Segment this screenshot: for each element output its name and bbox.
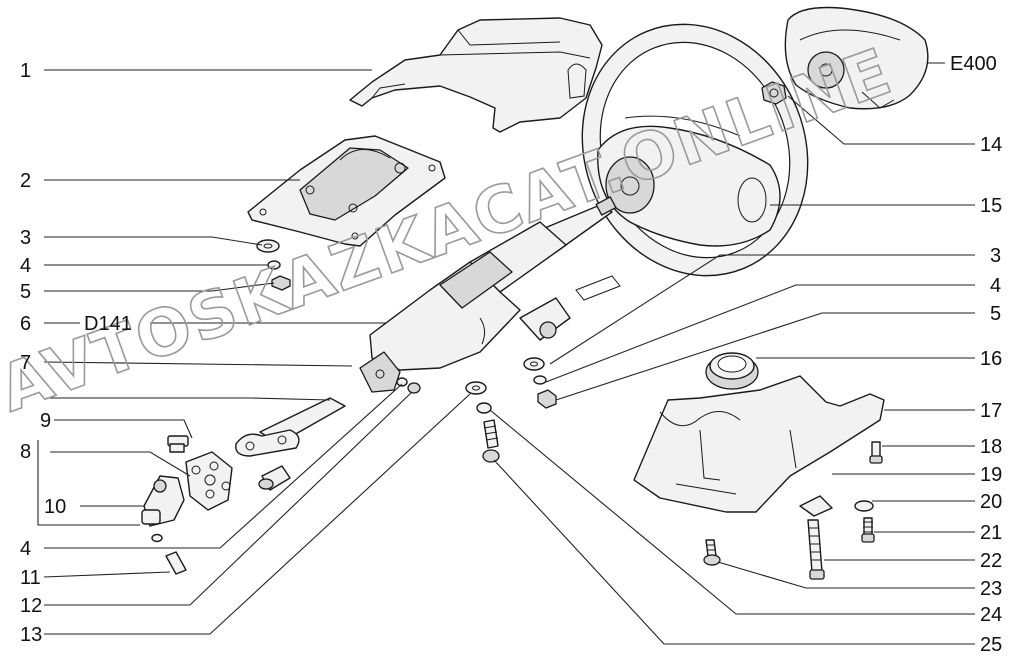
washer-24 [476,402,492,414]
bolt-9 [167,435,189,453]
label-25: 25 [980,634,1002,656]
nut-12 [407,382,421,394]
washer-4-mid [396,377,408,387]
steering-wheel [581,23,809,277]
label-2: 2 [20,170,31,192]
bolt-11 [165,551,187,575]
screw-18 [869,441,883,464]
label-17: 17 [980,400,1002,422]
label-23: 23 [980,578,1002,600]
label-8: 8 [20,441,31,463]
clip-19 [799,495,833,517]
callout-labels: 1 2 3 4 5 6 D141 7 9 8 10 4 11 12 13 E40… [20,53,1002,656]
screw-22 [807,519,825,580]
screw-23 [703,539,721,566]
universal-joint-yoke [141,475,185,527]
label-12: 12 [20,595,42,617]
label-1: 1 [20,60,31,82]
label-d141: D141 [84,313,132,335]
label-22: 22 [980,550,1002,572]
label-4-left: 4 [20,255,31,277]
washer-4-lower [151,533,163,543]
lower-column-cover [633,375,885,513]
label-24: 24 [980,604,1002,626]
label-18: 18 [980,436,1002,458]
mounting-plate [247,135,446,247]
label-14: 14 [980,134,1002,156]
label-15: 15 [980,195,1002,217]
intermediate-shaft [235,397,346,491]
label-21: 21 [980,522,1002,544]
washer-3-left [256,239,280,253]
label-13: 13 [20,624,42,646]
screw-25 [482,419,500,463]
label-3-left: 3 [20,227,31,249]
label-4-right: 4 [990,275,1001,297]
washer-20 [854,500,874,512]
label-6: 6 [20,313,31,335]
washer-13 [465,381,487,395]
label-9: 9 [40,410,51,432]
nut-5-left [271,275,291,291]
nut-5-right [537,389,557,409]
steering-column-assembly [359,196,621,393]
flange-coupling [185,451,233,511]
screw-21 [861,517,875,543]
airbag-module [784,6,929,110]
upper-column-cover [349,17,603,133]
label-16: 16 [980,348,1002,370]
label-11: 11 [20,567,41,589]
label-20: 20 [980,491,1002,513]
label-10: 10 [44,496,66,518]
label-5-right: 5 [990,303,1001,325]
washer-4-right [533,375,547,385]
nut-14 [761,81,787,105]
label-e400: E400 [950,53,997,75]
bushing-ring [705,352,759,390]
label-19: 19 [980,464,1002,486]
label-5-left: 5 [20,281,31,303]
washer-3-right [523,357,545,371]
label-4-lower: 4 [20,538,31,560]
label-3-right: 3 [990,245,1001,267]
label-7: 7 [20,352,31,374]
leader-lines [37,62,975,645]
